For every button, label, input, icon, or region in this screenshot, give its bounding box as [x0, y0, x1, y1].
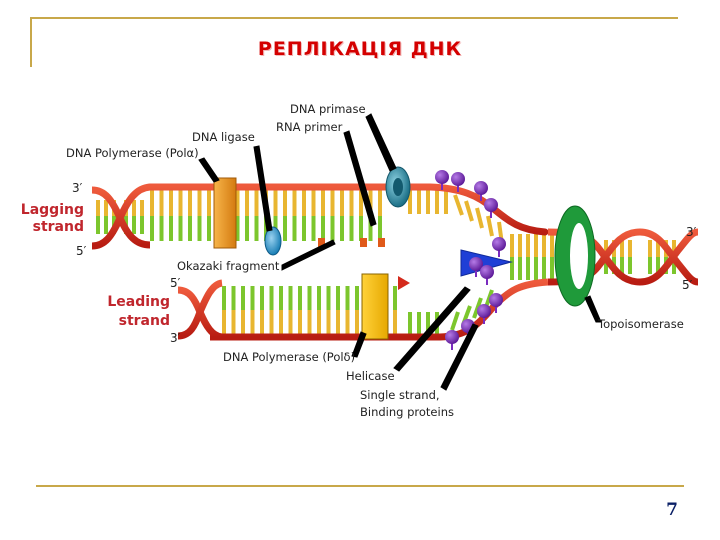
- helicase-pointer: [393, 286, 471, 372]
- topoisomerase-pointer: [584, 295, 602, 323]
- ssb-protein: [469, 257, 483, 277]
- ssb-protein: [435, 170, 449, 190]
- frame-left-line: [30, 17, 32, 67]
- label-ssb-line1: Single strand,: [360, 388, 440, 402]
- ssb-protein: [445, 330, 459, 350]
- label-lagging-line2: strand: [33, 219, 84, 235]
- single-strand-binding-proteins: [435, 170, 506, 350]
- frame-bottom-line: [36, 485, 684, 487]
- label-rna-primer: RNA primer: [276, 120, 343, 134]
- slide-title: РЕПЛІКАЦІЯ ДНК: [257, 38, 463, 60]
- ssb-pointer: [440, 323, 479, 391]
- label-topoisomerase: Topoisomerase: [597, 317, 684, 331]
- leading-helix-front: [177, 279, 223, 340]
- end-lag-bottom-left: 5′: [76, 244, 87, 258]
- ssb-protein: [480, 265, 494, 285]
- dna-ligase-shape: [264, 226, 282, 256]
- label-dna-primase: DNA primase: [290, 102, 366, 116]
- polymerase-alpha-pointer: [198, 157, 220, 183]
- primase-pointer: [365, 113, 397, 172]
- label-lagging-line1: Lagging: [21, 202, 84, 218]
- frame-top-line: [30, 17, 678, 19]
- fork-base: [475, 207, 484, 229]
- label-ssb-line2: Binding proteins: [360, 405, 454, 419]
- leading-direction-arrow: [398, 276, 410, 290]
- label-leading-line2: strand: [119, 313, 170, 329]
- page-number: 7: [666, 500, 678, 520]
- ssb-protein: [492, 237, 506, 257]
- polymerase-delta-pointer: [351, 331, 367, 358]
- dna-polymerase-alpha-shape: [213, 177, 237, 249]
- rna-primer-pointer: [343, 130, 377, 227]
- ssb-protein: [484, 198, 498, 218]
- ssb-protein: [451, 172, 465, 192]
- ligase-pointer: [253, 145, 273, 232]
- label-dna-polymerase-delta: DNA Polymerase (Polδ): [223, 350, 355, 364]
- end-lead-bottom-left: 3′: [170, 331, 181, 345]
- end-right-top: 3′: [686, 225, 697, 239]
- label-dna-ligase: DNA ligase: [192, 130, 255, 144]
- end-lag-top-left: 3′: [72, 181, 83, 195]
- fork-base: [450, 311, 460, 331]
- end-right-bottom: 5′: [682, 278, 693, 292]
- dna-polymerase-delta-shape: [361, 273, 389, 340]
- fork-base: [453, 194, 464, 216]
- label-okazaki-fragment: Okazaki fragment: [177, 259, 280, 273]
- fork-base: [472, 297, 483, 319]
- lagging-helix-front: [91, 183, 151, 250]
- label-dna-polymerase-alpha: DNA Polymerase (Polα): [66, 146, 199, 160]
- end-lead-top-left: 5′: [170, 276, 181, 290]
- label-leading-line1: Leading: [107, 294, 170, 310]
- ssb-protein: [489, 293, 503, 313]
- topoisomerase-shape: [554, 205, 596, 307]
- ssb-protein: [477, 304, 491, 324]
- rna-primer-marks: [318, 238, 385, 247]
- okazaki-pointer: [281, 239, 336, 271]
- fork-base: [486, 215, 494, 237]
- fork-base: [464, 200, 474, 222]
- dna-primase-shape: [385, 166, 411, 208]
- ssb-protein: [474, 181, 488, 201]
- label-helicase: Helicase: [346, 369, 395, 383]
